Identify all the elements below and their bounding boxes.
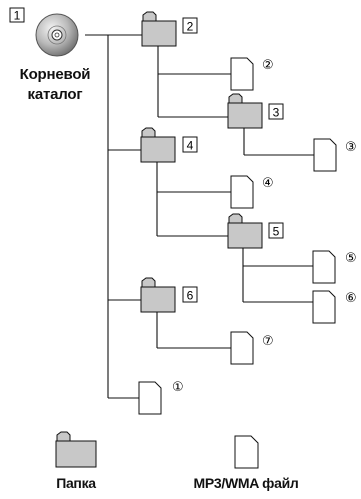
file-number: ① — [172, 380, 184, 395]
folder-node: 6 — [140, 277, 198, 313]
file-node: ④ — [230, 175, 274, 209]
file-node: ③ — [313, 138, 357, 172]
folder-badge-box — [268, 222, 284, 239]
folder-badge-box — [182, 17, 198, 34]
file-icon — [230, 57, 254, 91]
folder-node: 3 — [227, 93, 284, 129]
file-number: ⑤ — [345, 251, 357, 266]
file-number: ② — [262, 58, 274, 73]
folder-icon — [140, 127, 176, 163]
file-icon — [313, 138, 337, 172]
file-node: ⑦ — [230, 331, 274, 365]
legend — [55, 431, 259, 469]
root-label-line1: Корневой — [19, 66, 91, 83]
folder-badge: 4 — [187, 139, 194, 153]
tree-connectors — [85, 34, 314, 399]
folder-icon — [141, 11, 177, 47]
file-number: ④ — [262, 176, 274, 191]
folder-badge-box — [268, 103, 284, 120]
root-badge: 1 — [14, 9, 21, 23]
file-icon — [230, 175, 254, 209]
root-node: 1 — [9, 7, 79, 57]
root-badge-box — [9, 7, 25, 23]
folder-node: 2 — [141, 11, 198, 47]
folder-badge-box — [182, 136, 198, 153]
file-number: ⑥ — [345, 291, 357, 306]
file-node: ① — [138, 380, 184, 415]
file-icon — [230, 331, 254, 365]
folder-badge: 3 — [273, 106, 280, 120]
root-label-line2: каталог — [27, 86, 83, 103]
folder-badge: 2 — [187, 20, 194, 34]
folder-node: 4 — [140, 127, 198, 163]
file-node: ⑤ — [312, 250, 357, 284]
folder-badge-box — [182, 286, 198, 303]
file-node: ② — [230, 57, 274, 91]
file-icon — [138, 381, 162, 415]
legend-file-label: MP3/WMA файл — [193, 475, 299, 491]
folder-badge: 5 — [273, 225, 280, 239]
legend-folder-icon — [55, 431, 97, 468]
file-number: ③ — [345, 140, 357, 155]
folder-badge: 6 — [187, 289, 194, 303]
folder-icon — [227, 213, 263, 249]
folder-icon — [227, 93, 263, 129]
legend-folder-label: Папка — [56, 475, 96, 491]
file-node: ⑥ — [312, 290, 357, 324]
disc-icon — [35, 13, 79, 57]
legend-file-icon — [234, 435, 259, 469]
file-number: ⑦ — [262, 334, 274, 349]
folder-node: 5 — [227, 213, 284, 249]
file-icon — [312, 290, 336, 324]
folder-icon — [140, 277, 176, 313]
file-icon — [312, 250, 336, 284]
